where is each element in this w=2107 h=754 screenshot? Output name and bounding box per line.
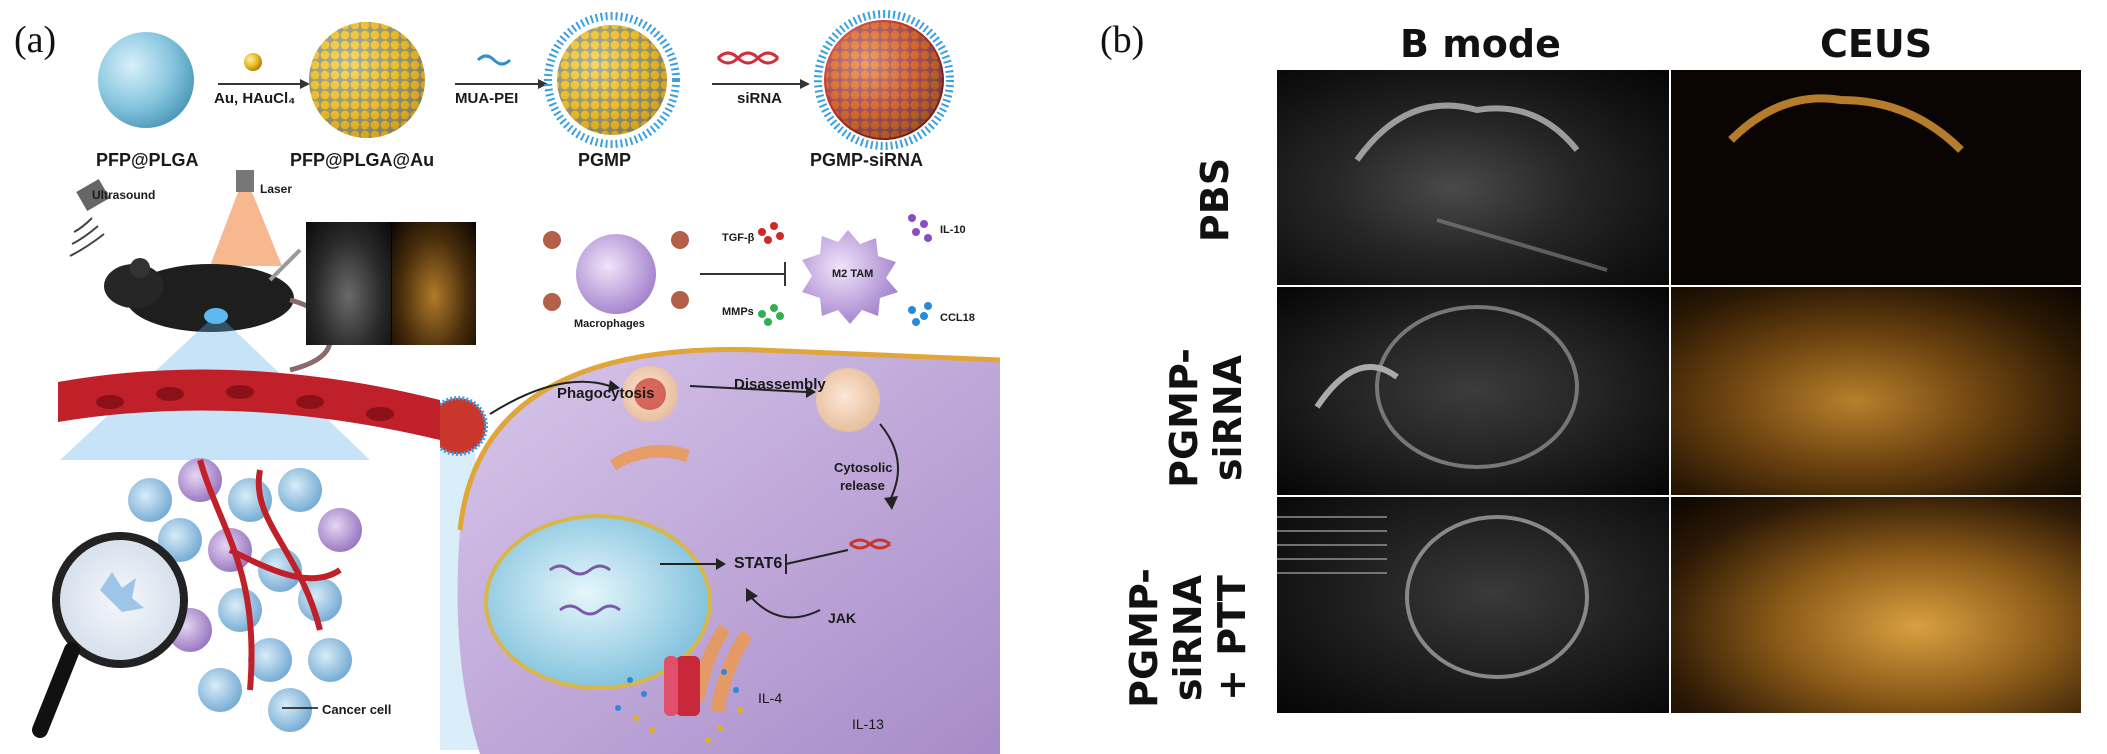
label-pfp-plga-au: PFP@PLGA@Au xyxy=(290,150,435,170)
label-pgmp-sirna: PGMP-siRNA xyxy=(810,150,924,170)
phagocytosis-label: Phagocytosis xyxy=(557,385,655,402)
magnifier-handle xyxy=(32,642,80,738)
row-label-pbs: PBS xyxy=(1193,157,1237,243)
receptor xyxy=(676,656,700,716)
ultrasound-label: Ultrasound xyxy=(92,188,156,202)
panel-b-label: (b) xyxy=(1100,19,1145,61)
macrophage-scheme xyxy=(543,214,932,326)
jak-label: JAK xyxy=(828,610,857,626)
il4-label: IL-4 xyxy=(758,690,783,706)
stat6-label: STAT6 xyxy=(734,555,783,572)
m2-tam-label: M2 TAM xyxy=(832,268,874,280)
arrow1-label: Au, HAuCl₄ xyxy=(214,90,296,107)
pgmp-sirna-sphere xyxy=(814,10,954,150)
sirna-icon xyxy=(716,51,780,65)
macrophages-label: Macrophages xyxy=(574,318,645,330)
row3-line3: + PTT xyxy=(1210,575,1254,701)
row2-line1: PGMP- xyxy=(1162,348,1206,488)
plga-sphere xyxy=(98,32,194,128)
ccl18-label: CCL18 xyxy=(940,312,975,324)
tgf-beta-label: TGF-β xyxy=(722,232,755,244)
row-label-pgmp-sirna-ptt: PGMP- siRNA + PTT xyxy=(1122,538,1258,738)
column-header-ceus: CEUS xyxy=(1820,22,1933,66)
blood-vessel xyxy=(58,369,440,440)
release-label: release xyxy=(840,478,885,493)
row3-line1: PGMP- xyxy=(1122,568,1166,708)
disassembly-label: Disassembly xyxy=(734,376,826,393)
synthesis-scheme xyxy=(98,10,954,150)
ceus-image-pgmp-sirna-ptt xyxy=(1671,497,2081,713)
arrow3-label: siRNA xyxy=(737,90,783,107)
tumor-cluster xyxy=(128,458,362,732)
laser-label: Laser xyxy=(260,182,293,196)
cell-interior-scheme xyxy=(440,347,1000,754)
panel-a-label: (a) xyxy=(14,19,57,61)
bmode-image-pbs xyxy=(1277,70,1669,285)
mouse-tumor-illustration xyxy=(32,170,440,738)
label-pgmp: PGMP xyxy=(578,150,632,170)
column-header-b-mode: B mode xyxy=(1400,22,1561,66)
mua-pei-icon xyxy=(476,54,512,66)
pgmp-sirna-particle xyxy=(440,396,488,456)
ceus-image-pgmp-sirna xyxy=(1671,287,2081,495)
lysosome xyxy=(816,368,880,432)
au-particle xyxy=(244,53,262,71)
pgmp-sphere xyxy=(544,12,680,148)
label-pfp-plga: PFP@PLGA xyxy=(96,150,199,170)
row2-line2: siRNA xyxy=(1206,354,1250,482)
il13-label: IL-13 xyxy=(852,716,884,732)
row-label-pgmp-sirna: PGMP- siRNA xyxy=(1162,338,1254,498)
arrow2-label: MUA-PEI xyxy=(455,90,519,107)
m2-tam-cell xyxy=(802,230,898,324)
bmode-image-pgmp-sirna xyxy=(1277,287,1669,495)
ultrasound-probe-icon xyxy=(76,178,110,212)
inset-ultrasound-image xyxy=(306,222,476,345)
mouse-body xyxy=(126,264,294,332)
laser-icon xyxy=(236,170,254,192)
il10-label: IL-10 xyxy=(940,224,966,236)
cancer-cell-label: Cancer cell xyxy=(322,702,392,717)
row3-line2: siRNA xyxy=(1166,574,1210,702)
bmode-image-pgmp-sirna-ptt xyxy=(1277,497,1669,713)
nucleus xyxy=(484,514,712,690)
mmps-label: MMPs xyxy=(722,306,754,318)
ceus-image-pbs xyxy=(1671,70,2081,285)
macrophage-cell xyxy=(576,234,656,314)
cytosolic-label: Cytosolic xyxy=(834,460,893,475)
